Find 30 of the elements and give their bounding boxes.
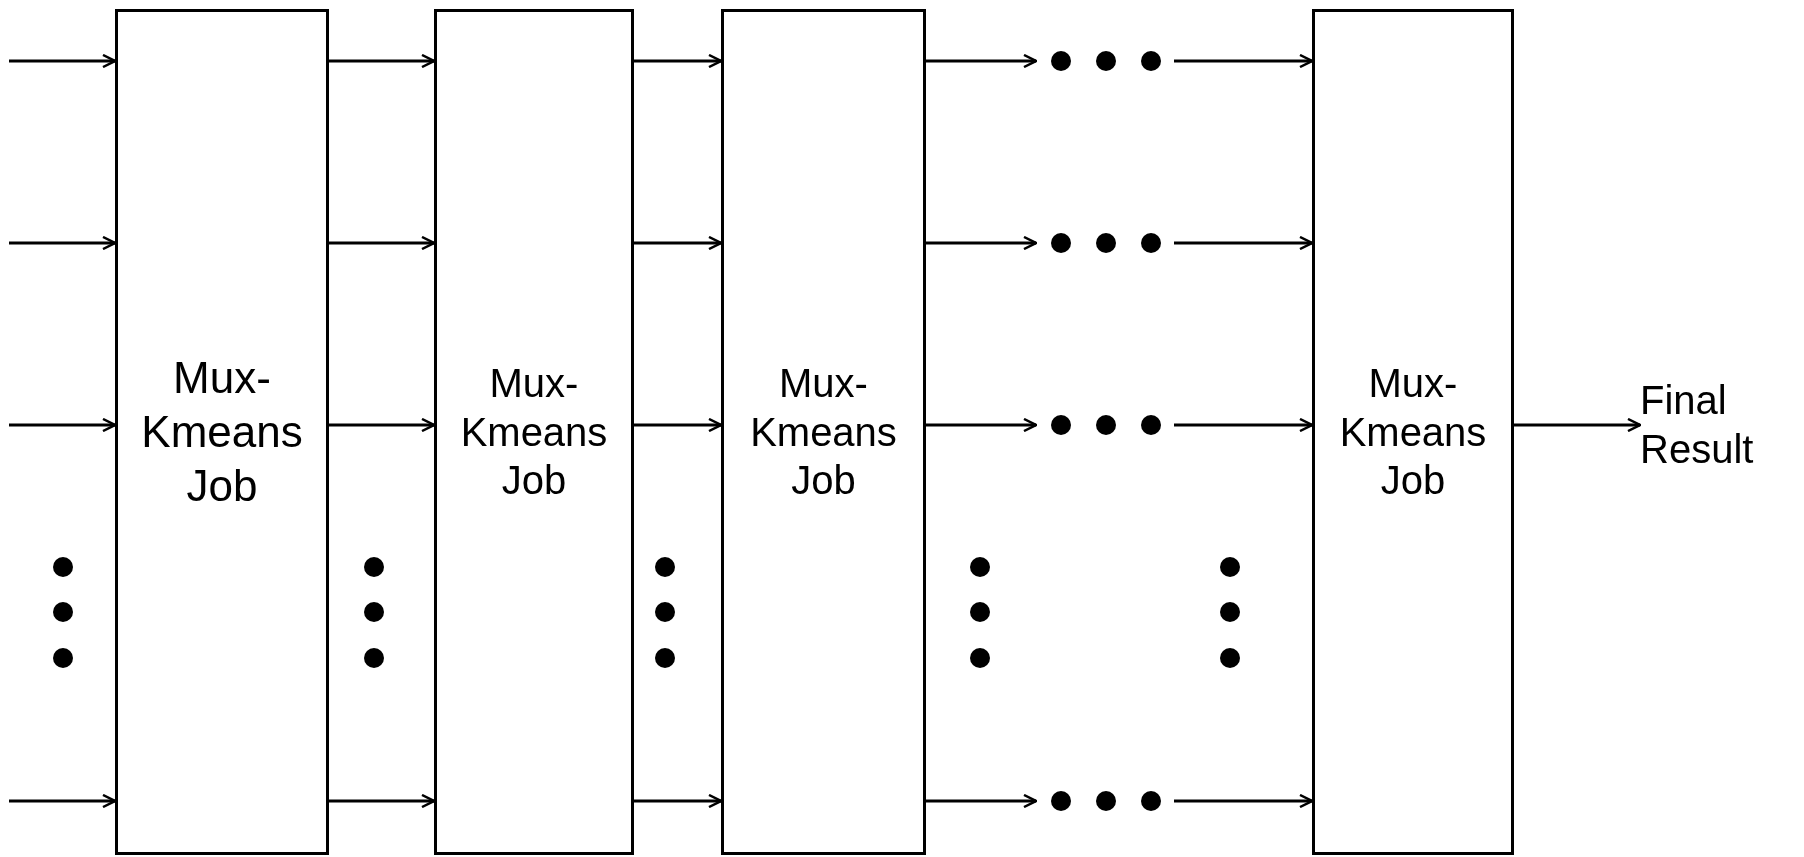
arrow <box>634 417 723 433</box>
arrow <box>1174 417 1314 433</box>
arrow <box>926 417 1038 433</box>
arrow <box>1174 793 1314 809</box>
box-label: Mux-Kmeans Job <box>140 352 304 512</box>
arrow <box>926 793 1038 809</box>
arrow <box>926 53 1038 69</box>
process-box <box>1312 9 1514 855</box>
arrow <box>1174 53 1314 69</box>
arrow <box>926 235 1038 251</box>
process-box <box>434 9 634 855</box>
arrow <box>329 235 436 251</box>
process-box <box>721 9 926 855</box>
arrow <box>9 793 117 809</box>
arrow <box>1514 417 1642 433</box>
arrow <box>634 235 723 251</box>
box-label: Mux-Kmeans Job <box>749 359 898 505</box>
arrow <box>1174 235 1314 251</box>
arrow <box>9 417 117 433</box>
box-label: Mux-Kmeans Job <box>459 359 609 505</box>
arrow <box>634 53 723 69</box>
arrow <box>9 235 117 251</box>
arrow <box>329 53 436 69</box>
process-box <box>115 9 329 855</box>
arrow <box>634 793 723 809</box>
arrow <box>329 417 436 433</box>
output-label: Final Result <box>1640 377 1755 473</box>
arrow <box>329 793 436 809</box>
arrow <box>9 53 117 69</box>
box-label: Mux-Kmeans Job <box>1338 359 1488 505</box>
